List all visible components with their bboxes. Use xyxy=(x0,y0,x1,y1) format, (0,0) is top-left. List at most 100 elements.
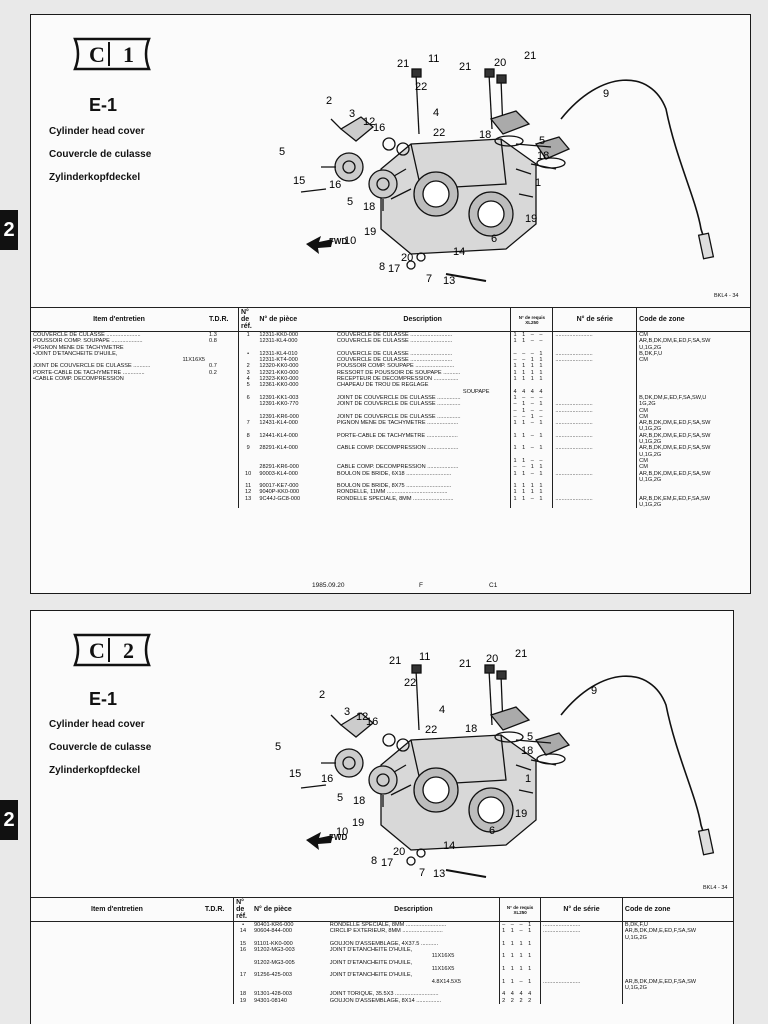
section-tab: 2 xyxy=(0,210,18,250)
part-number: 12431-KL4-000 xyxy=(259,420,298,427)
zone-code xyxy=(621,940,733,948)
quantity: 1 1 1 1 xyxy=(499,940,542,948)
parts-page-c2: C 2 E-1 Cylinder head cover Couvercle de… xyxy=(30,610,734,1024)
zone-code: U,1G,2G xyxy=(621,984,733,992)
part-number: 12391-KK0-770 xyxy=(259,401,299,408)
zone-code: AR,B,DK,EM,E,ED,F,SA,SW xyxy=(636,495,750,503)
tdr-value xyxy=(207,401,239,408)
serial-number: ........................ xyxy=(555,470,593,477)
part-number: 90401-KR6-000 xyxy=(254,922,294,928)
part-number: 91101-KK0-000 xyxy=(254,940,293,947)
part-number: 91301-428-003 xyxy=(254,991,292,998)
description: RONDELLE, 11MM .........................… xyxy=(336,489,448,496)
zone-code: AR,B,DK,DM,E,ED,F,SA,SW xyxy=(636,432,750,440)
exploded-view-diagram: FWD xyxy=(300,664,715,878)
section-title: E-1 xyxy=(89,95,118,115)
quantity xyxy=(499,984,542,992)
part-number: 90017-KE7-000 xyxy=(259,483,299,490)
zone-code: CM xyxy=(636,413,750,421)
ref-number: 11 xyxy=(245,483,252,490)
part-number: 91202-MG3-005 xyxy=(254,959,295,966)
quantity: – 1 – 1 xyxy=(510,401,554,408)
quantity: – – – 1 xyxy=(499,921,542,929)
col-serial: N° de série xyxy=(552,307,637,332)
zone-code: CM xyxy=(636,407,750,414)
tdr-value xyxy=(207,432,239,440)
maint-item: •JOINT D'ETANCHEITE D'HUILE, xyxy=(33,350,118,357)
zone-code: CM xyxy=(636,331,750,339)
tdr-value xyxy=(207,426,239,433)
quantity xyxy=(510,476,554,484)
quantity: 1 1 – 1 xyxy=(499,928,542,935)
quantity: – – 1 1 xyxy=(510,464,554,471)
description: CABLE COMP. DECOMPRESSION ..............… xyxy=(336,464,459,471)
zone-code: 1G,2G xyxy=(636,401,750,408)
table-row: POUSSOIR COMP. SOUPAPE .................… xyxy=(31,338,750,345)
ref-number: 8 xyxy=(246,432,250,439)
ref-number: 13 xyxy=(245,495,252,502)
tdr-value xyxy=(207,470,239,477)
footer-page: C1 xyxy=(489,582,498,589)
description: 11X16X5 xyxy=(431,966,455,973)
ref-number: 18 xyxy=(239,991,247,998)
zone-code: U,1G,2G xyxy=(636,451,750,458)
quantity xyxy=(510,426,554,433)
serial-number: ........................ xyxy=(555,357,593,364)
serial-number xyxy=(553,502,637,508)
part-number: 91256-425-003 xyxy=(254,972,292,979)
quantity: 1 1 1 1 xyxy=(510,489,554,496)
ref-number: 2 xyxy=(246,363,250,370)
badge-frame-icon xyxy=(73,633,151,667)
quantity: 1 1 1 1 xyxy=(510,483,554,490)
zone-code: B,DK,F,U xyxy=(636,350,750,358)
tdr-value xyxy=(207,439,239,446)
zone-code: AR,B,DK,DM,E,ED,F,SA,SW xyxy=(636,470,750,477)
table-row: 11X16X5 1 1 1 1 xyxy=(31,966,733,973)
tdr-value xyxy=(207,382,239,389)
tdr-value xyxy=(207,420,239,427)
badge-number: 2 xyxy=(123,638,134,663)
part-number: 28291-KR6-000 xyxy=(259,464,299,471)
zone-code xyxy=(636,382,750,389)
part-number: 91202-MG3-003 xyxy=(254,947,295,954)
description: GOUJON D'ASSEMBLAGE, 4X37.5 ........... xyxy=(329,940,439,947)
table-row: U,1G,2G xyxy=(31,439,750,446)
description: JOINT D'ETANCHEITE D'HUILE, xyxy=(329,959,413,966)
table-row: U,1G,2G xyxy=(31,984,733,992)
table-row: U,1G,2G xyxy=(31,934,733,941)
tdr-value: 1.3 xyxy=(207,331,239,339)
tdr-value xyxy=(202,991,235,998)
part-number: 90604-844-000 xyxy=(254,928,292,935)
zone-code: AR,B,DK,DM,E,ED,F,SA,SW xyxy=(621,978,733,985)
quantity: 1 1 1 1 xyxy=(499,966,542,973)
tdr-value xyxy=(202,934,235,941)
footer-letter: F xyxy=(419,582,423,589)
quantity: – – 1 1 xyxy=(510,357,554,364)
tdr-value xyxy=(207,457,239,465)
quantity: 2 2 2 2 xyxy=(499,997,542,1004)
table-row: 12391-KK0-770 JOINT DE COUVERCLE DE CULAS… xyxy=(31,401,750,408)
zone-code: U,1G,2G xyxy=(621,934,733,941)
description: COUVERCLE DE CULASSE ...................… xyxy=(336,357,453,364)
serial-number: ........................ xyxy=(555,332,593,338)
quantity: 1 1 – 1 xyxy=(510,445,554,452)
description: JOINT DE COUVERCLE DE CULASSE ..........… xyxy=(336,401,461,408)
zone-code: U,1G,2G xyxy=(636,426,750,433)
zone-code xyxy=(636,369,750,377)
serial-number: ........................ xyxy=(543,978,581,985)
maint-item: COUVERCLE DE CULASSE ...................… xyxy=(33,332,141,338)
part-number: 12320-KK0-000 xyxy=(259,363,299,370)
tdr-value xyxy=(207,394,239,402)
name-de: Zylinderkopfdeckel xyxy=(49,172,141,183)
page-badge: C 2 xyxy=(71,633,153,667)
quantity: 4 4 4 4 xyxy=(499,991,542,998)
name-en: Cylinder head cover xyxy=(49,126,145,137)
quantity xyxy=(499,972,542,979)
zone-code: U,1G,2G xyxy=(636,476,750,484)
